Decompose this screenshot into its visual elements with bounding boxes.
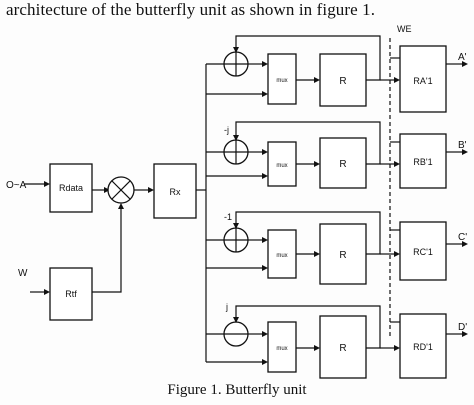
lane-d-register-label: R (339, 343, 346, 354)
lane-a-feedback-arrow (233, 47, 239, 53)
lane-b-feedback-wire (235, 121, 381, 165)
lane-b-factor-label: -j (224, 125, 229, 135)
lane-d-mux-to-reg-arrow (314, 345, 320, 351)
output-a-arrow (462, 61, 468, 67)
lane-d-bypass-arrow (262, 359, 268, 365)
rdata-label: Rdata (59, 183, 83, 193)
lane-c-mux-to-reg-arrow (314, 251, 320, 257)
lane-b-adder-out-arrow (262, 149, 268, 155)
lane-a-register-label: R (339, 76, 346, 87)
output-c-label: C' (458, 232, 467, 243)
rx-block (153, 163, 197, 219)
lane-b-register-block (319, 137, 367, 189)
multiplier-cross-2 (111, 180, 131, 200)
output-d-label: D' (458, 322, 467, 333)
lane-c-register-block (319, 223, 367, 285)
rdata-block (49, 163, 93, 213)
lane-c-mux-label: mux (276, 253, 287, 259)
lane-d-factor-label: j (225, 302, 228, 312)
lane-d-mux-block (267, 321, 297, 373)
output-b-label: B' (458, 140, 467, 151)
lane-c-feedback-wire (235, 211, 381, 255)
lane-b-reg-to-rb-arrow (394, 161, 400, 167)
input-w-label: W (18, 268, 28, 279)
input-a-arrow (44, 181, 50, 187)
lane-c-factor-label: -1 (224, 212, 232, 222)
lane-c-adder-out-arrow (262, 237, 268, 243)
rd-label: RD'1 (413, 342, 433, 352)
lane-b-mux-block (267, 141, 297, 187)
lane-d-feedback-wire (235, 305, 381, 349)
lane-a-reg-to-ra-arrow (394, 77, 400, 83)
lane-c-register-label: R (339, 250, 346, 261)
input-w-arrow (44, 289, 50, 295)
lane-a-bypass-arrow (262, 91, 268, 97)
rd-block (399, 313, 447, 379)
rx-label: Rx (170, 187, 181, 197)
figure-caption: Figure 1. Butterfly unit (167, 382, 307, 398)
lane-d-feedback-arrow (233, 317, 239, 323)
lane-c-reg-to-rc-arrow (394, 251, 400, 257)
lane-b-register-label: R (339, 159, 346, 170)
ra-label: RA'1 (413, 76, 432, 86)
rc-label: RC'1 (413, 247, 433, 257)
lane-d-register-block (319, 315, 367, 379)
rtf-block (49, 267, 93, 321)
output-c-arrow (462, 241, 468, 247)
rb-label: RB'1 (413, 157, 432, 167)
we-label: WE (397, 24, 412, 34)
output-b-arrow (462, 149, 468, 155)
lane-a-mux-block (267, 53, 297, 105)
lane-c-bypass-arrow (262, 265, 268, 271)
lane-d-reg-to-rd-arrow (394, 345, 400, 351)
rc-block (399, 221, 447, 281)
lane-a-mux-to-reg-arrow (314, 77, 320, 83)
lane-c-feedback-arrow (233, 223, 239, 229)
lane-a-register-block (319, 53, 367, 107)
rtf-to-mult-wire (92, 208, 122, 293)
lane-d-adder-out-arrow (262, 331, 268, 337)
body-text-line: architecture of the butterfly unit as sh… (6, 0, 376, 19)
lane-a-feedback-wire (235, 35, 381, 81)
lane-b-mux-to-reg-arrow (314, 161, 320, 167)
rtf-to-mult-arrow (118, 203, 124, 209)
rb-block (399, 133, 447, 189)
input-a-label: O~A (6, 180, 27, 191)
lane-b-feedback-arrow (233, 135, 239, 141)
lane-a-mux-label: mux (276, 78, 287, 84)
mult-to-rx-arrow (148, 187, 154, 193)
output-a-label: A' (458, 52, 467, 63)
rdata-to-mult-arrow (104, 187, 110, 193)
lane-d-mux-label: mux (276, 346, 287, 352)
ra-block (399, 45, 447, 113)
lane-b-mux-label: mux (276, 163, 287, 169)
lane-b-bypass-arrow (262, 173, 268, 179)
output-d-arrow (462, 331, 468, 337)
lane-a-adder-out-arrow (262, 61, 268, 67)
rtf-label: Rtf (65, 289, 77, 299)
